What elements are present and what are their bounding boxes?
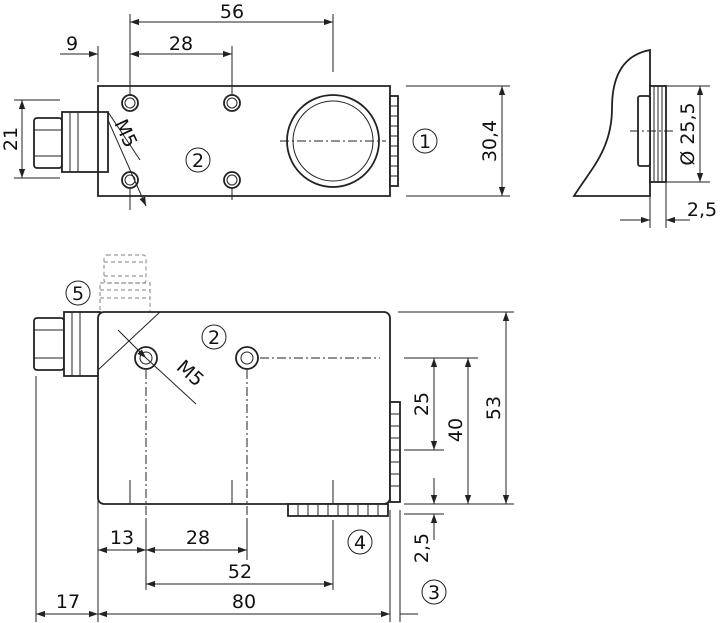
front-housing xyxy=(97,311,391,505)
dim-top-28: 28 xyxy=(169,33,193,55)
dim-top-21: 21 xyxy=(0,127,22,151)
callout-2-front: 2 xyxy=(201,324,227,350)
top-view: 56 28 9 21 30,4 M5 2 1 xyxy=(0,1,510,210)
dim-front-53: 53 xyxy=(483,396,505,420)
dim-top-56: 56 xyxy=(220,1,244,23)
dim-front-13: 13 xyxy=(110,527,134,549)
callout-1: 1 xyxy=(412,128,438,154)
front-bottom-knurl xyxy=(287,503,389,517)
side-view: Ø 25,5 2,5 xyxy=(572,48,717,228)
callout-3: 3 xyxy=(421,579,447,605)
svg-text:4: 4 xyxy=(354,532,366,554)
dim-top-9: 9 xyxy=(66,33,78,55)
side-knurl xyxy=(653,86,663,182)
top-lens xyxy=(280,94,386,188)
callout-2-top: 2 xyxy=(185,147,211,173)
front-connector-alt xyxy=(99,254,151,314)
dim-front-40: 40 xyxy=(445,418,467,442)
dim-top-30-4: 30,4 xyxy=(479,120,501,162)
top-mounting-holes xyxy=(121,94,241,189)
callout-5: 5 xyxy=(65,280,91,306)
dim-side-diameter: Ø 25,5 xyxy=(677,102,699,165)
dim-front-17: 17 xyxy=(56,591,80,613)
svg-text:2: 2 xyxy=(192,150,204,172)
dim-front-28: 28 xyxy=(186,527,210,549)
top-connector xyxy=(33,111,99,173)
front-knurl xyxy=(389,401,401,503)
svg-text:2: 2 xyxy=(208,327,220,349)
svg-text:1: 1 xyxy=(419,131,431,153)
callout-4: 4 xyxy=(347,529,373,555)
front-view: M5 25 40 53 2,5 13 28 52 17 80 5 2 4 3 xyxy=(33,254,514,622)
svg-text:3: 3 xyxy=(428,582,440,604)
svg-text:5: 5 xyxy=(72,283,84,305)
side-housing xyxy=(572,48,651,197)
dim-front-52: 52 xyxy=(228,561,252,583)
dim-side-2-5: 2,5 xyxy=(687,199,717,221)
front-connector xyxy=(33,311,101,377)
dim-front-25: 25 xyxy=(411,392,433,416)
dim-front-80: 80 xyxy=(232,591,256,613)
dim-front-2-5: 2,5 xyxy=(411,533,433,563)
top-knurl xyxy=(389,95,399,187)
